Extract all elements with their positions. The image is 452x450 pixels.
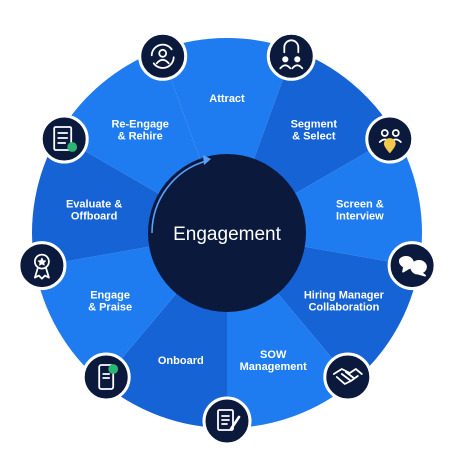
segment-label-line: Screen & <box>336 199 384 211</box>
cycle-arrow-arc <box>151 160 207 234</box>
segment-label-line: Interview <box>336 211 384 223</box>
center-label: Engagement <box>173 224 281 245</box>
icon-glyph <box>279 39 304 70</box>
handshake-icon <box>323 352 373 402</box>
magnet-people-icon <box>266 31 316 81</box>
center-hub <box>148 154 306 312</box>
cycle-arrow-head <box>203 155 211 165</box>
segment-label-line: & Rehire <box>118 131 163 143</box>
icon-glyph <box>53 126 78 152</box>
segment-label-line: Onboard <box>158 355 204 367</box>
segment-label-onboard: Onboard <box>158 355 204 367</box>
segment-label-line: Engage <box>90 290 130 302</box>
checklist-icon <box>39 114 89 164</box>
segment-attract <box>160 38 294 233</box>
segment-label-re-engage-rehire: Re-Engage& Rehire <box>111 119 168 143</box>
chat-bubbles-icon <box>387 241 437 291</box>
segment-label-line: & Praise <box>88 302 132 314</box>
segment-label-line: Segment <box>291 119 338 131</box>
document-pen-icon <box>202 396 252 446</box>
segment-label-line: Offboard <box>71 211 117 223</box>
segment-label-line: Evaluate & <box>66 199 122 211</box>
icons-layer <box>17 31 437 446</box>
award-ribbon-icon <box>17 241 67 291</box>
icon-badge <box>17 241 67 291</box>
segment-label-segment-select: Segment& Select <box>291 119 338 143</box>
icon-glyph <box>217 409 241 431</box>
hub-layer: Engagement <box>148 154 306 312</box>
segment-label-attract: Attract <box>209 93 245 105</box>
icon-glyph <box>98 364 119 390</box>
person-refresh-icon <box>138 31 188 81</box>
segment-label-line: Collaboration <box>308 302 379 314</box>
segment-label-line: Management <box>240 361 308 373</box>
segment-label-line: & Select <box>292 131 336 143</box>
icon-glyph <box>34 253 50 280</box>
icon-glyph <box>378 129 402 153</box>
segment-label-screen-interview: Screen &Interview <box>336 199 384 223</box>
icon-glyph <box>332 368 363 385</box>
phone-check-icon <box>81 352 131 402</box>
icon-badge <box>202 396 252 446</box>
segment-label-evaluate-offboard: Evaluate &Offboard <box>66 199 122 223</box>
people-pin-icon <box>365 114 415 164</box>
segment-label-line: Attract <box>209 93 245 105</box>
segment-label-line: Hiring Manager <box>304 290 385 302</box>
segment-label-engage-praise: Engage& Praise <box>88 290 132 314</box>
icon-badge <box>81 352 131 402</box>
icon-glyph <box>398 256 427 277</box>
segment-label-line: Re-Engage <box>111 119 168 131</box>
icon-badge <box>323 352 373 402</box>
segment-label-line: SOW <box>260 349 287 361</box>
icon-glyph <box>150 43 175 69</box>
icon-badge <box>39 114 89 164</box>
